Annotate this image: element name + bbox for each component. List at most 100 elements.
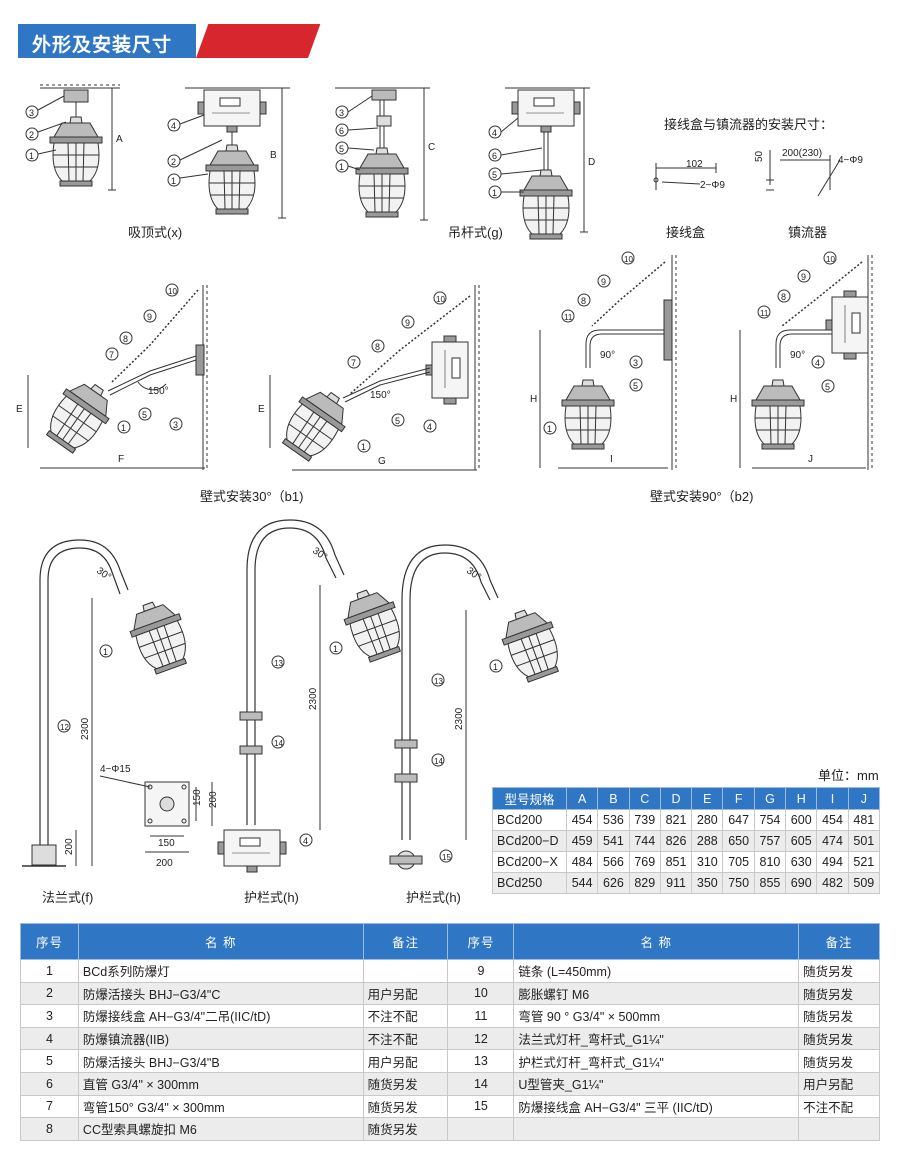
svg-text:8: 8 bbox=[375, 342, 380, 352]
svg-text:150°: 150° bbox=[148, 386, 169, 397]
svg-text:I: I bbox=[610, 454, 613, 465]
wall90-ballast-drawing: H J 90° 10 9 8 11 4 5 bbox=[730, 251, 873, 470]
svg-text:H: H bbox=[730, 394, 737, 405]
spec-value-cell: 647 bbox=[722, 809, 755, 831]
svg-text:90°: 90° bbox=[790, 350, 805, 361]
svg-text:10: 10 bbox=[436, 295, 445, 304]
svg-text:1: 1 bbox=[547, 424, 552, 434]
rail-pole-2-drawing: 2300 30° 13 14 1 15 bbox=[389, 544, 569, 870]
svg-text:1: 1 bbox=[339, 162, 344, 172]
ceiling-ballast-drawing: B 4 2 1 bbox=[167, 87, 290, 219]
svg-text:13: 13 bbox=[274, 659, 283, 668]
spec-value-cell: 474 bbox=[816, 830, 849, 852]
spec-value-cell: 541 bbox=[597, 830, 630, 852]
wall30-ballast-drawing: E G 150° 10 9 8 7 5 4 1 bbox=[258, 285, 480, 471]
parts-remark-cell: 随货另发 bbox=[798, 1049, 880, 1073]
svg-text:2300: 2300 bbox=[308, 687, 319, 710]
parts-no-cell: 5 bbox=[20, 1049, 79, 1073]
spec-header: B bbox=[597, 787, 630, 810]
spec-value-cell: 521 bbox=[847, 851, 881, 873]
parts-no-cell: 15 bbox=[447, 1094, 515, 1119]
spec-header: I bbox=[816, 787, 849, 810]
rail-pole-1-drawing: 2300 30° 13 14 1 4 bbox=[217, 519, 411, 873]
svg-text:1: 1 bbox=[171, 176, 176, 186]
svg-text:5: 5 bbox=[339, 144, 344, 154]
parts-remark-cell bbox=[798, 1117, 880, 1141]
svg-text:G: G bbox=[378, 456, 386, 467]
title-bar-blue bbox=[18, 24, 196, 58]
spec-value-cell: 769 bbox=[628, 851, 661, 873]
caption-rail2: 护栏式(h) bbox=[406, 890, 461, 905]
spec-header: F bbox=[722, 787, 755, 810]
svg-text:2: 2 bbox=[29, 130, 34, 140]
spec-value-cell: 454 bbox=[565, 809, 599, 831]
svg-text:F: F bbox=[118, 454, 124, 465]
spec-model-cell: BCd200−D bbox=[492, 830, 567, 852]
parts-header: 名 称 bbox=[77, 923, 364, 960]
wall90-drawing: H I 90° 10 9 8 11 3 5 1 bbox=[530, 251, 677, 470]
parts-no-cell bbox=[447, 1117, 515, 1141]
parts-name-cell: U型管夹_G1¼" bbox=[513, 1071, 800, 1096]
unit-label: 单位：mm bbox=[818, 768, 879, 783]
spec-value-cell: 829 bbox=[628, 872, 661, 894]
spec-value-cell: 851 bbox=[659, 851, 693, 873]
parts-name-cell: CC型索具螺旋扣 M6 bbox=[77, 1117, 364, 1141]
svg-text:4−Φ9: 4−Φ9 bbox=[838, 155, 863, 166]
svg-text:10: 10 bbox=[168, 287, 177, 296]
junction-box-dims: 102 2−Φ9 bbox=[653, 159, 725, 191]
parts-remark-cell: 不注不配 bbox=[798, 1094, 880, 1119]
parts-remark-cell: 随货另发 bbox=[798, 1026, 880, 1051]
parts-header-row: 序号 名 称 备注 序号 名 称 备注 bbox=[20, 923, 880, 960]
svg-text:3: 3 bbox=[173, 420, 178, 430]
svg-text:1: 1 bbox=[121, 423, 126, 433]
spec-header: A bbox=[565, 787, 599, 810]
parts-name-cell: BCd系列防爆灯 bbox=[77, 959, 364, 983]
pendant-ballast-drawing: D 4 6 5 1 bbox=[488, 87, 595, 240]
svg-text:1: 1 bbox=[29, 151, 34, 161]
svg-text:9: 9 bbox=[601, 277, 606, 287]
parts-header: 名 称 bbox=[513, 923, 800, 960]
spec-header: E bbox=[691, 787, 724, 810]
caption-flange: 法兰式(f) bbox=[42, 890, 94, 905]
caption-wall30: 壁式安装30°（b1) bbox=[200, 489, 304, 504]
spec-value-cell: 566 bbox=[597, 851, 630, 873]
caption-junction-box: 接线盒 bbox=[666, 225, 706, 240]
parts-name-cell: 法兰式灯杆_弯杆式_G1¼" bbox=[513, 1026, 800, 1051]
pendant-drawing: C 3 6 5 1 bbox=[335, 87, 435, 221]
spec-value-cell: 826 bbox=[659, 830, 693, 852]
parts-header: 备注 bbox=[798, 923, 880, 960]
flange-pole-drawing: 2300 200 30° 12 1 bbox=[22, 539, 197, 867]
svg-text:9: 9 bbox=[801, 272, 806, 282]
parts-remark-cell: 用户另配 bbox=[362, 1049, 449, 1073]
parts-name-cell: 防爆活接头 BHJ−G3/4"C bbox=[77, 981, 364, 1006]
spec-value-cell: 310 bbox=[691, 851, 724, 873]
dim-A: A bbox=[116, 134, 123, 145]
svg-text:2300: 2300 bbox=[80, 717, 91, 740]
spec-value-cell: 600 bbox=[785, 809, 818, 831]
section-title: 外形及安装尺寸 bbox=[32, 35, 173, 56]
spec-model-cell: BCd200 bbox=[492, 809, 567, 831]
spec-value-cell: 482 bbox=[816, 872, 849, 894]
svg-text:150°: 150° bbox=[370, 390, 391, 401]
spec-header: H bbox=[785, 787, 818, 810]
svg-text:8: 8 bbox=[123, 334, 128, 344]
spec-value-cell: 544 bbox=[565, 872, 599, 894]
svg-text:10: 10 bbox=[826, 255, 835, 264]
parts-no-cell: 14 bbox=[447, 1071, 515, 1096]
svg-text:200: 200 bbox=[64, 838, 75, 855]
svg-text:6: 6 bbox=[492, 151, 497, 161]
parts-name-cell: 弯管150° G3/4" × 300mm bbox=[77, 1094, 364, 1119]
svg-text:9: 9 bbox=[405, 318, 410, 328]
spec-value-cell: 481 bbox=[847, 809, 881, 831]
spec-value-cell: 911 bbox=[659, 872, 693, 894]
spec-value-cell: 280 bbox=[691, 809, 724, 831]
svg-text:50: 50 bbox=[754, 150, 765, 162]
